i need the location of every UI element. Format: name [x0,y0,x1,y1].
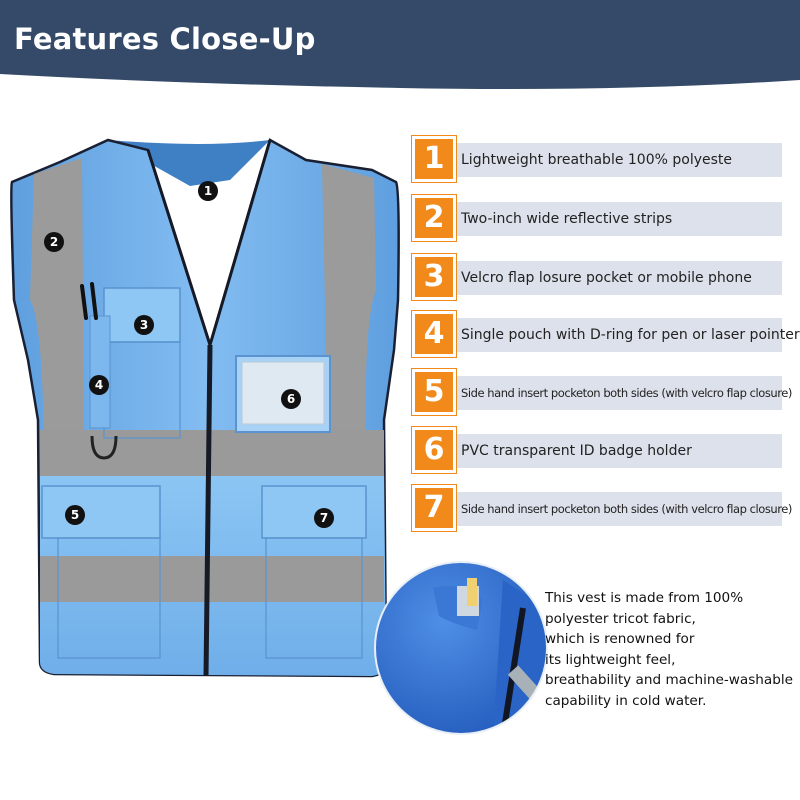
description-line: capability in cold water. [545,692,707,709]
feature-item-1: 1 Lightweight breathable 100% polyeste [412,136,782,182]
feature-text-2: Two-inch wide reflective strips [461,211,673,227]
feature-bar [448,143,782,177]
description-line: its lightweight feel, [545,651,676,668]
feature-text-3: Velcro flap losure pocket or mobile phon… [461,270,752,286]
feature-number-7: 7 [412,485,456,531]
feature-item-2: 2 Two-inch wide reflective strips [412,195,782,241]
vest-marker-4: 4 [89,375,109,395]
vest-illustration [10,138,400,678]
pen-pouch [89,315,111,429]
vest-marker-3: 3 [134,315,154,335]
header-banner: Features Close-Up [0,0,800,92]
vest-marker-2: 2 [44,232,64,252]
feature-number-2: 2 [412,195,456,241]
reflective-lower-band [40,556,384,602]
pocket-right [265,537,363,659]
feature-bar [448,434,782,468]
feature-text-5: Side hand insert pocketon both sides (wi… [461,386,792,400]
fabric-closeup-image [374,561,548,735]
d-ring [90,435,118,460]
vest-marker-1: 1 [198,181,218,201]
description-line: breathability and machine-washable [545,672,794,689]
feature-number-1: 1 [412,136,456,182]
fabric-description: This vest is made from 100% polyester tr… [545,588,797,712]
feature-text-6: PVC transparent ID badge holder [461,443,692,459]
feature-item-7: 7 Side hand insert pocketon both sides (… [412,485,792,531]
feature-item-3: 3 Velcro flap losure pocket or mobile ph… [412,254,782,300]
reflective-strap-right [322,164,376,440]
feature-text-7: Side hand insert pocketon both sides (wi… [461,502,792,516]
feature-bar [448,202,782,236]
description-line: which is renowned for [545,631,695,648]
banner-shape [0,0,800,89]
feature-bar [448,318,782,352]
vest-marker-5: 5 [65,505,85,525]
pens [80,282,98,320]
feature-bar [448,261,782,295]
feature-number-5: 5 [412,369,456,415]
vest-marker-6: 6 [281,389,301,409]
feature-bar [448,492,782,526]
pocket-left-flap [41,485,161,539]
feature-item-6: 6 PVC transparent ID badge holder [412,427,782,473]
description-line: This vest is made from 100% [545,590,744,606]
pocket-left [57,537,161,659]
description-line: polyester tricot fabric, [545,610,696,627]
reflective-waist-band [40,430,384,476]
feature-number-6: 6 [412,427,456,473]
feature-number-4: 4 [412,311,456,357]
reflective-strap-left [30,158,84,440]
vest-marker-7: 7 [314,508,334,528]
feature-text-4: Single pouch with D-ring for pen or lase… [461,327,800,343]
feature-item-5: 5 Side hand insert pocketon both sides (… [412,369,792,415]
page-title: Features Close-Up [14,22,316,56]
pocket-right-flap [261,485,367,539]
vest-zipper [203,344,213,677]
feature-text-1: Lightweight breathable 100% polyeste [461,152,733,168]
feature-number-3: 3 [412,254,456,300]
feature-bar [448,376,782,410]
feature-item-4: 4 Single pouch with D-ring for pen or la… [412,311,800,357]
vest-neckline [146,139,272,351]
